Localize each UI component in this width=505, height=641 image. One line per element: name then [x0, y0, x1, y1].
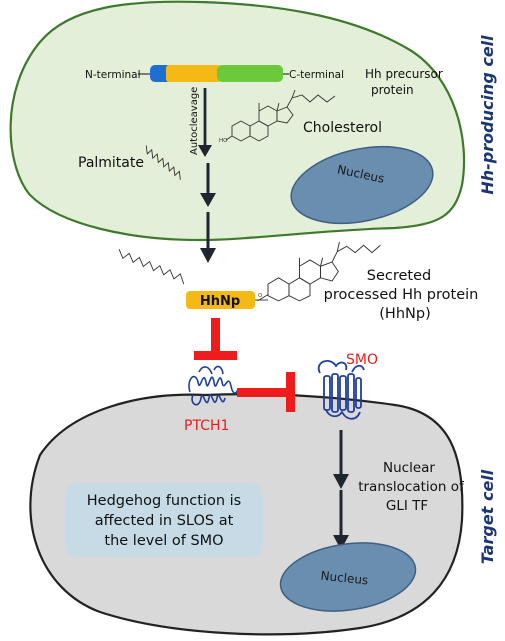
nucleus-bottom-label: Nucleus	[320, 569, 369, 588]
info-line3: the level of SMO	[104, 533, 223, 549]
secretion-arrowhead-1	[200, 193, 216, 207]
smo-label: SMO	[346, 352, 378, 368]
palmitate-chain-top	[145, 145, 181, 180]
cholesterol-structure	[225, 89, 336, 142]
hhnp-inhibition-stem	[211, 318, 220, 354]
slos-info-box	[65, 483, 263, 557]
ptch1-label: PTCH1	[184, 418, 229, 434]
n-terminal-label: N-terminal	[85, 69, 141, 81]
ptch1-inhibition-stem	[237, 388, 287, 397]
cholesterol-ho-group: HO	[219, 138, 228, 144]
precursor-label-line1: Hh precursor	[365, 67, 443, 81]
c-terminal-label: C-terminal	[289, 69, 344, 81]
nuclear-label-line3: GLI TF	[386, 498, 428, 514]
cholesterol-structure-hhnp	[257, 241, 381, 302]
translocation-arrowhead-1	[333, 474, 349, 489]
info-line1: Hedgehog function is	[87, 493, 241, 509]
protein-segment-yellow	[166, 65, 221, 82]
hh-precursor-protein-bar	[138, 65, 289, 82]
palmitate-chain-hhnp	[118, 249, 185, 285]
autocleavage-label: Autocleavage	[189, 87, 200, 155]
nuclear-label-line2: translocation of	[358, 479, 465, 495]
protein-segment-green	[217, 65, 283, 82]
translocation-arrowhead-2	[333, 535, 349, 550]
hhnp-inhibition-bar	[194, 351, 237, 360]
ptch1-receptor	[188, 365, 239, 406]
ptch1-inhibition-bar	[286, 372, 295, 412]
cholesterol-label: Cholesterol	[303, 120, 382, 136]
hhnp-box	[186, 291, 255, 309]
precursor-label-line2: protein	[371, 83, 414, 97]
nucleus-bottom	[279, 542, 417, 612]
hhnp-label: HhNp	[200, 294, 240, 309]
secreted-label-line1: Secreted	[367, 268, 431, 284]
nuclear-label-line1: Nuclear	[383, 460, 435, 476]
info-line2: affected in SLOS at	[95, 513, 234, 529]
smo-receptor	[317, 360, 365, 420]
target-cell-title: Target cell	[478, 469, 497, 564]
nucleus-top	[290, 145, 434, 225]
secreted-label-line3: (HhNp)	[379, 306, 430, 322]
secretion-arrowhead-2	[200, 248, 216, 263]
secreted-label-line2: processed Hh protein	[324, 287, 479, 303]
autocleavage-arrowhead	[198, 145, 212, 157]
palmitate-label: Palmitate	[78, 155, 144, 171]
producing-cell-title: Hh-producing cell	[478, 35, 497, 195]
ester-o-atom: O	[258, 293, 263, 299]
